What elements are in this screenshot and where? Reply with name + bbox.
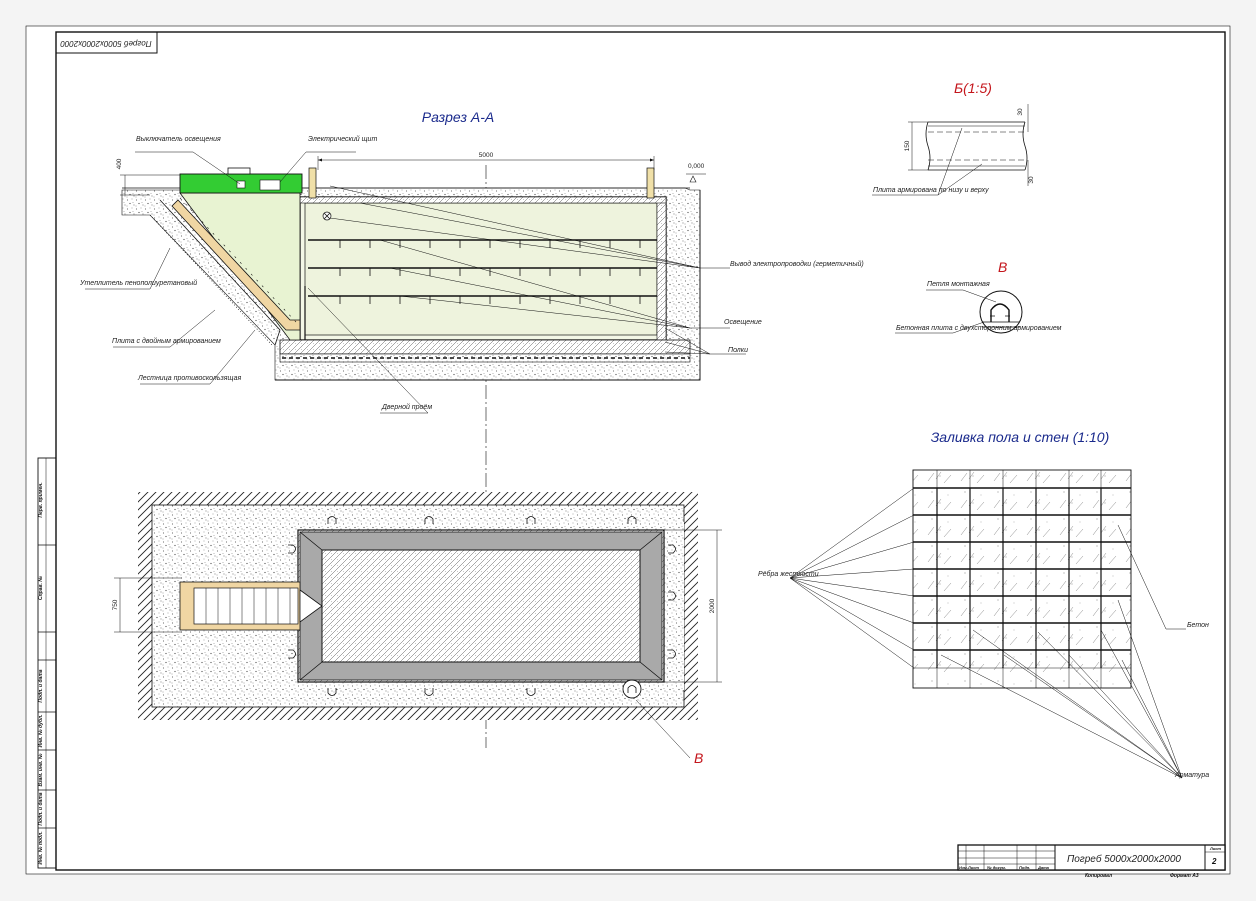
side-stamp-3: Инв. № дубл.	[37, 715, 44, 748]
dim-width: 2000	[709, 598, 716, 613]
label-insulation: Утеплитель пенополиуретановый	[79, 279, 197, 287]
top-stamp-box	[55, 31, 158, 54]
tb-col-2: № докум.	[987, 865, 1006, 870]
detail-v-loop: Петля монтажная	[927, 281, 990, 288]
tb-col-4: Дата	[1037, 865, 1050, 870]
tb-col-3: Подп.	[1019, 865, 1030, 870]
label-wiring: Вывод электропроводки (герметичный)	[730, 260, 864, 268]
section-title: Разрез А-А	[422, 109, 494, 125]
tb-name: Погреб 5000х2000х2000	[1067, 853, 1181, 865]
label-slab: Плита с двойным армированием	[112, 337, 221, 345]
tb-copied: Копировал	[1085, 873, 1113, 879]
label-shelves: Полки	[728, 347, 748, 354]
dim-b-150: 150	[904, 140, 911, 151]
detail-v-plate: Бетонная плита с двухсторонним армирован…	[896, 324, 1062, 332]
dim-b-30b: 30	[1028, 176, 1035, 184]
side-stamp-0: Перв. примен.	[38, 482, 44, 517]
label-ladder: Лестница противоскользящая	[137, 375, 241, 382]
sheet-outer	[25, 25, 1231, 875]
side-stamp-6: Инв. № подл.	[38, 831, 44, 864]
tb-sheet-no: 2	[1211, 857, 1217, 866]
side-stamp-4: Взам. инв. №	[38, 753, 44, 786]
tb-col-1: Лист	[967, 865, 979, 870]
floor-title: Заливка пола и стен (1:10)	[931, 429, 1110, 445]
floor-grid	[912, 469, 1132, 689]
label-panel: Электрический щит	[308, 135, 377, 143]
sheet-frame	[55, 31, 1226, 871]
detail-b-label: Плита армирована по низу и верху	[873, 187, 989, 194]
marker-v: В	[694, 750, 703, 766]
detail-b: 150 30 30	[872, 104, 1035, 196]
detail-b-title: Б(1:5)	[954, 80, 992, 96]
label-switch: Выключатель освещения	[136, 136, 221, 143]
floor-concrete: Бетон	[1187, 622, 1209, 629]
floor-rebar: Арматура	[1174, 772, 1209, 779]
section-leaders	[85, 151, 746, 414]
floor-ribs: Рёбра жесткости	[758, 570, 819, 578]
side-stamp-1: Справ. №	[38, 576, 44, 600]
plan-dimensions: 750 2000	[112, 529, 722, 683]
tb-sheet-label: Лист	[1209, 846, 1221, 851]
side-stamps: Перв. примен. Справ. № Подп. и дата Инв.…	[37, 457, 57, 869]
tb-format: Формат А3	[1170, 873, 1199, 879]
label-lighting: Освещение	[724, 319, 762, 326]
detail-v	[895, 289, 1023, 334]
dim-door: 750	[112, 599, 119, 610]
floor-leaders	[789, 487, 1186, 779]
plan-view	[138, 492, 698, 759]
top-stamp-text: Погреб 5000х2000х2000	[60, 39, 152, 48]
section-dimensions: 5000 400 0,000	[116, 152, 706, 196]
side-stamp-2: Подп. и дата	[38, 669, 44, 702]
side-stamp-5: Подп. и дата	[38, 792, 44, 825]
dim-length: 5000	[479, 152, 494, 159]
dim-b-30a: 30	[1017, 108, 1024, 116]
dim-level: 0,000	[688, 163, 705, 170]
label-door: Дверной проём	[381, 403, 432, 411]
dim-height: 400	[116, 158, 123, 169]
tb-col-0: Изм.	[959, 865, 968, 870]
title-block: Изм. Лист № докум. Подп. Дата Погреб 500…	[957, 844, 1226, 879]
detail-v-title: В	[998, 259, 1007, 275]
